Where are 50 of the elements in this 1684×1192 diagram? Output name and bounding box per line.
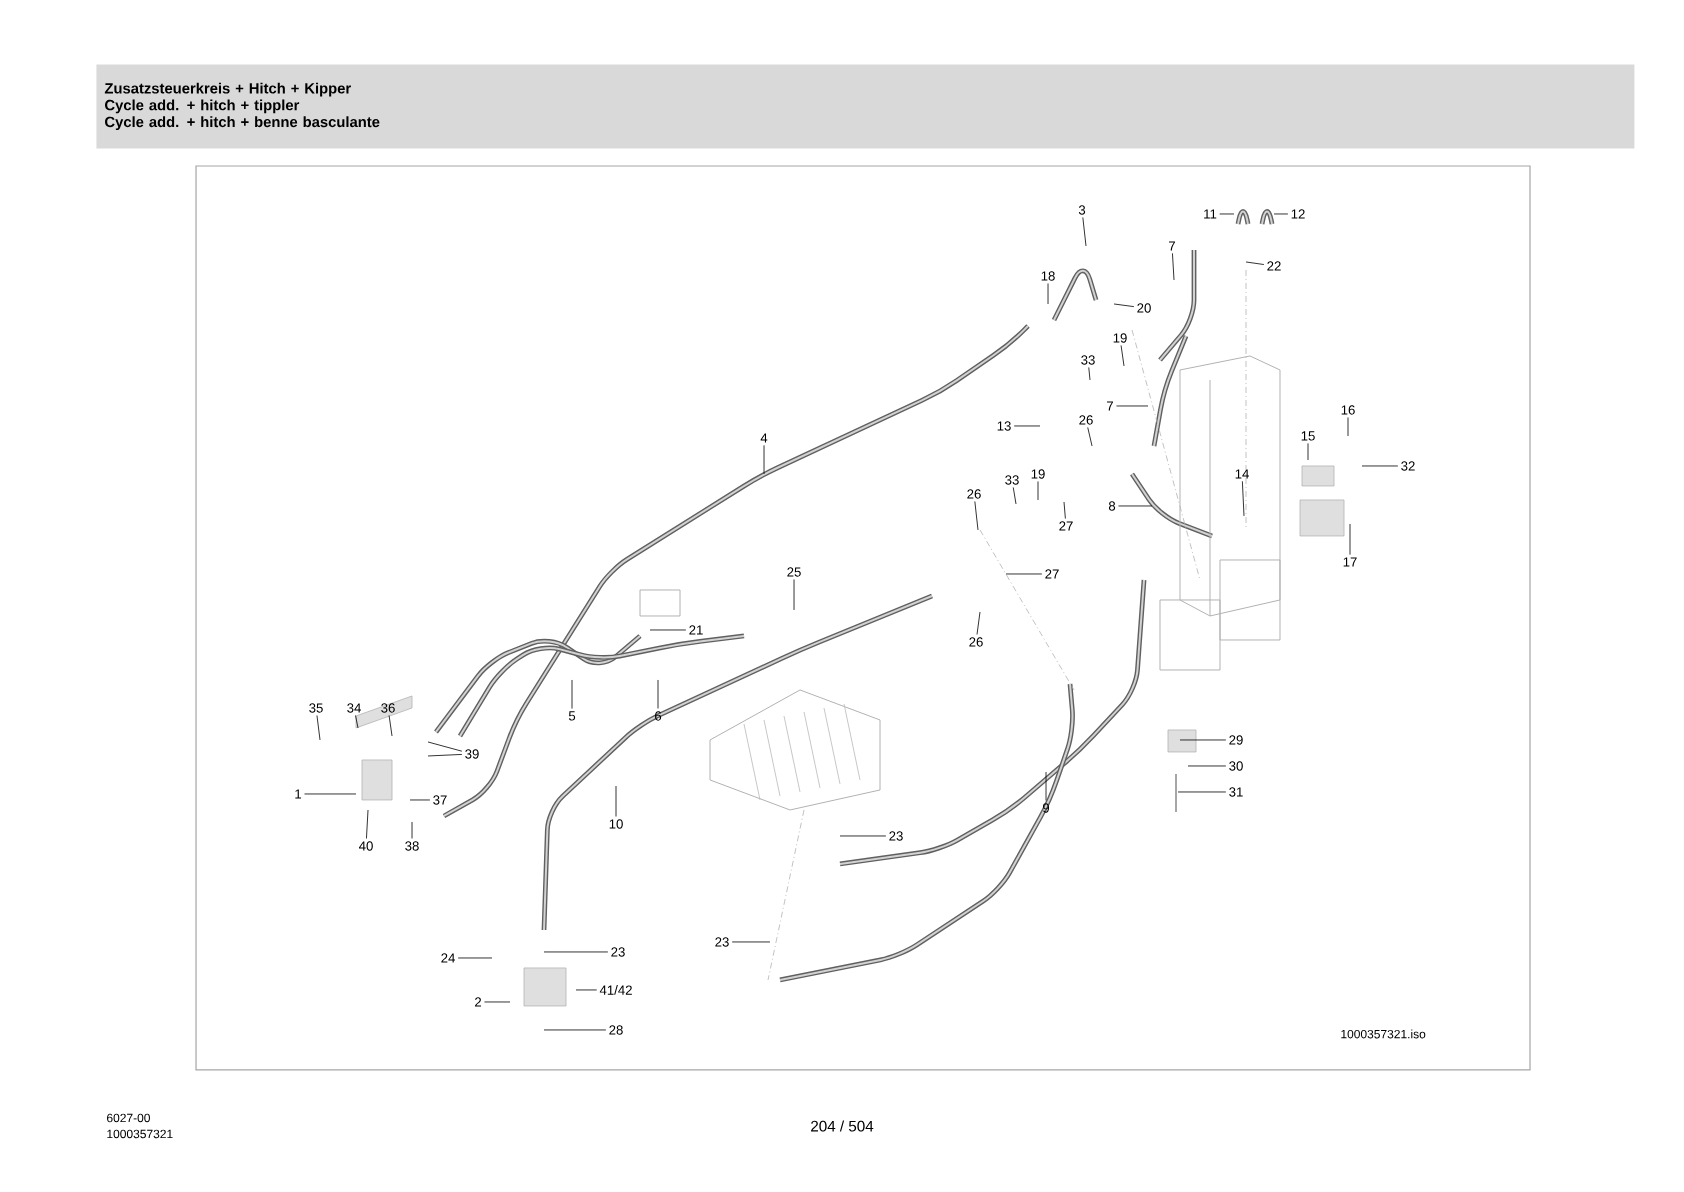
leader-line — [304, 793, 357, 795]
leader-line — [1082, 217, 1087, 247]
leader-line — [731, 941, 771, 943]
leader-line — [793, 579, 795, 611]
leader-line — [1347, 417, 1349, 437]
leader-line — [1361, 465, 1399, 467]
leader-line — [1116, 405, 1149, 407]
leader-line — [1177, 791, 1227, 793]
leader-line — [1063, 501, 1066, 519]
leader-line — [457, 957, 493, 959]
leader-line — [974, 501, 979, 531]
leader-line — [1179, 739, 1227, 741]
leader-line — [1273, 213, 1289, 215]
leader-line — [615, 785, 617, 817]
leader-line — [427, 741, 463, 752]
leader-line — [1118, 505, 1153, 507]
leader-line — [543, 951, 609, 953]
leader-line — [1047, 283, 1049, 305]
leader-line — [543, 1029, 607, 1031]
leader-line — [1012, 487, 1017, 505]
leader-line — [1045, 771, 1047, 801]
leader-line — [1241, 480, 1245, 517]
leader-line — [1013, 425, 1041, 427]
leader-line — [411, 821, 413, 839]
leader-line — [316, 715, 321, 741]
leader-line — [649, 629, 687, 631]
leader-line — [763, 444, 765, 475]
leader-line — [1245, 261, 1265, 265]
leader-line — [1219, 213, 1235, 215]
leader-line — [355, 715, 359, 729]
leader-line — [1349, 523, 1351, 556]
leader-line — [1087, 427, 1093, 447]
leader-line — [1037, 481, 1039, 501]
leader-line — [1120, 345, 1125, 367]
leader-line — [366, 809, 369, 839]
leader-line — [657, 679, 659, 709]
leader-line — [1088, 367, 1091, 381]
leader-line — [1005, 573, 1043, 575]
leader-line — [1113, 303, 1135, 307]
leader-line — [484, 1001, 511, 1003]
leader-line — [1172, 252, 1175, 281]
leader-line — [839, 835, 887, 837]
leader-line — [575, 989, 598, 991]
leader-line — [976, 611, 981, 635]
leader-line — [1307, 443, 1309, 461]
leader-line — [427, 754, 463, 757]
leader-line — [409, 799, 431, 801]
leader-line — [388, 715, 393, 737]
leader-line — [571, 679, 573, 709]
leader-line — [1187, 765, 1227, 767]
